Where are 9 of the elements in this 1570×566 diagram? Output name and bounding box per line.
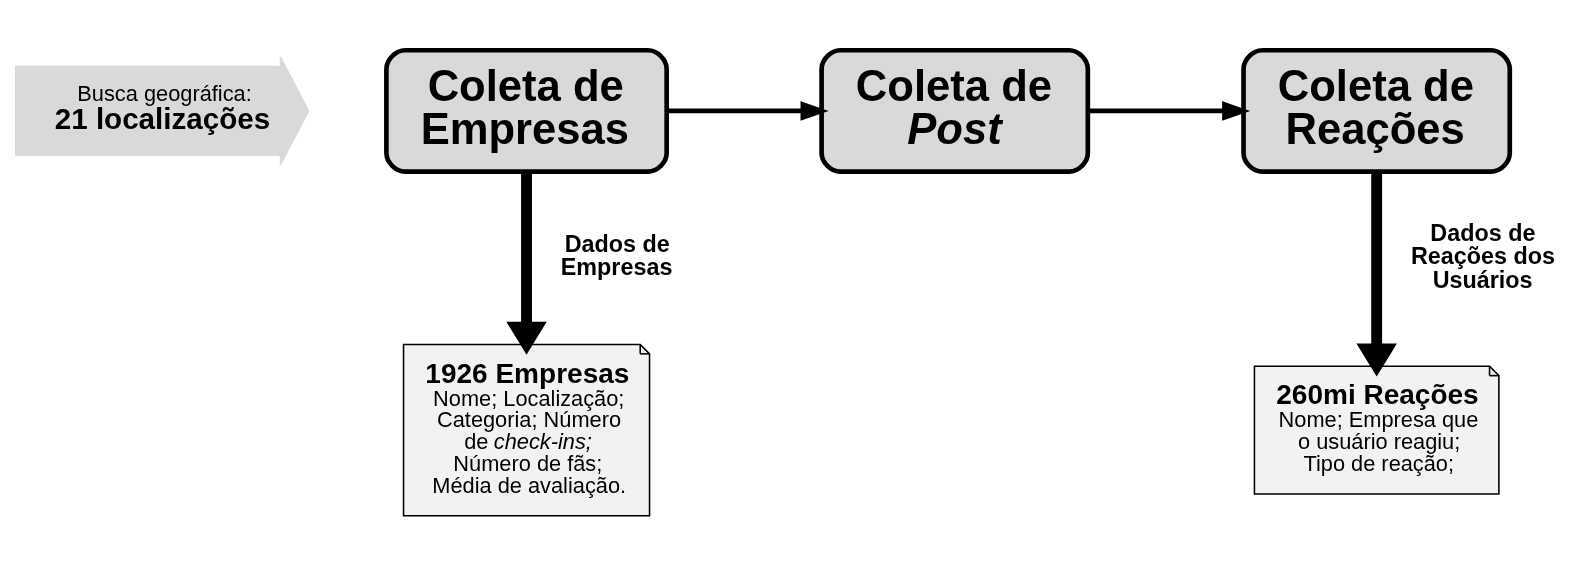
node-box: Coleta de Post (819, 47, 1091, 174)
arrow (1088, 101, 1251, 121)
node-box: Coleta de Empresas (384, 47, 669, 174)
edge-label: Dados de Reações dos Usuários (1410, 219, 1555, 293)
node-box: Coleta de Reações (1241, 47, 1513, 174)
arrow (667, 101, 829, 121)
edge-label: Dados de Empresas (560, 230, 673, 281)
arrow (1356, 171, 1397, 377)
arrow (506, 171, 547, 355)
